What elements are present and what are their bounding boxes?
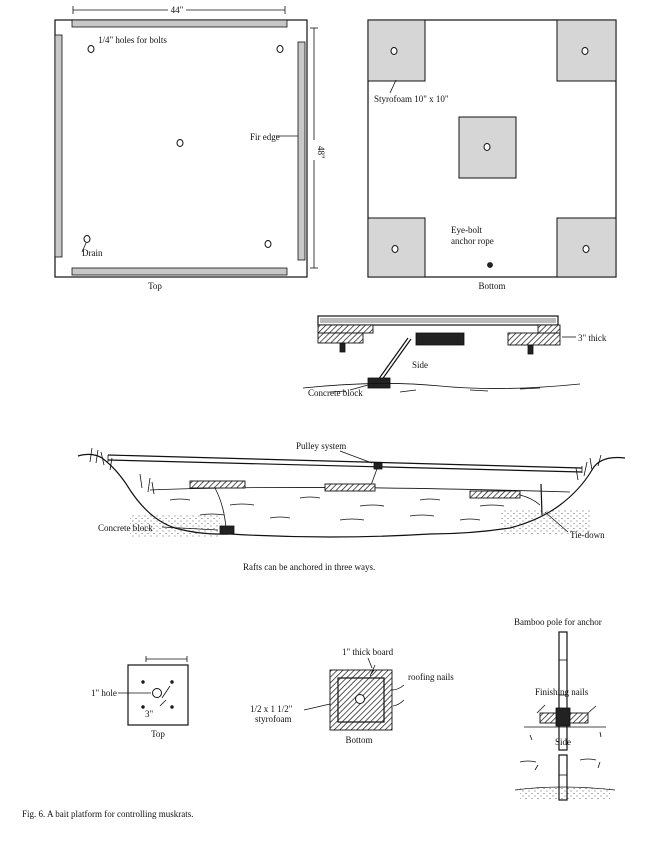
bolt-hole — [390, 47, 398, 55]
small-bottom-hole — [355, 694, 365, 704]
bamboo-label: Bamboo pole for anchor — [514, 617, 602, 627]
bolt-hole — [276, 45, 284, 53]
foam-label-1: 1/2 x 1 1/2" — [250, 704, 293, 714]
small-platform-bottom: 1" thick board roofing nails 1/2 x 1 1/2… — [250, 647, 454, 745]
bamboo-side-caption: Side — [555, 737, 571, 747]
eyebolt-label-1: Eye-bolt — [451, 225, 482, 235]
concrete-block — [219, 525, 235, 535]
fir-edge-strip-bottom — [71, 267, 288, 276]
fir-edge-strip-top — [71, 19, 288, 28]
pulley-label: Pulley system — [296, 441, 346, 451]
foam-label-2: styrofoam — [255, 714, 292, 724]
ground-line — [302, 383, 581, 389]
platform-bottom-outline — [367, 19, 617, 278]
styrofoam-pad — [317, 332, 364, 344]
bolt-hole — [176, 139, 184, 147]
width-dimension: 44" — [72, 5, 286, 15]
three-inch-label: 3" — [145, 709, 154, 719]
bank-stipple-left — [130, 515, 220, 537]
small-bottom-caption: Bottom — [345, 735, 372, 745]
styrofoam-leader — [389, 79, 397, 94]
drain-leader — [81, 242, 87, 253]
bottom-view: Styrofoam 10" x 10" Eye-bolt anchor rope… — [367, 19, 617, 291]
side-caption: Side — [412, 360, 428, 370]
anchor-caption: Rafts can be anchored in three ways. — [243, 562, 375, 572]
bottom-view-caption: Bottom — [478, 281, 505, 291]
bank-stipple-right — [500, 510, 590, 534]
thickness-label: 3" thick — [578, 333, 607, 343]
top-view-caption: Top — [148, 281, 162, 291]
raft — [189, 480, 246, 489]
drain-hole — [83, 235, 91, 243]
bank-right — [429, 456, 626, 535]
length-dimension: 48" — [310, 27, 326, 269]
figure-caption: Fig. 6. A bait platform for controlling … — [22, 809, 193, 819]
bolt-hole — [87, 45, 95, 53]
concrete-block-label: Concrete block — [308, 388, 363, 398]
fir-edge-end-right — [537, 324, 561, 334]
styrofoam-pad-right — [507, 332, 561, 346]
raft — [324, 483, 376, 492]
fir-edge-end — [317, 324, 374, 334]
small-bottom-inner — [337, 677, 385, 723]
styrofoam-label-bg — [372, 93, 464, 105]
styrofoam-label: Styrofoam 10" x 10" — [374, 94, 449, 104]
holes-label: 1/4" holes for bolts — [98, 35, 167, 45]
anchor-scene: Pulley system Concrete block Tie-down Ra… — [77, 441, 626, 572]
leg — [527, 344, 534, 355]
eye-bolt-dot — [487, 262, 493, 268]
small-top-caption: Top — [151, 729, 165, 739]
drain-label: Drain — [82, 248, 103, 258]
roofing-nails-label: roofing nails — [408, 672, 454, 682]
small-top-outline — [127, 664, 189, 726]
length-label: 48" — [316, 146, 326, 159]
finishing-nails-label: Finishing nails — [535, 687, 589, 697]
pulley-leader — [339, 450, 373, 464]
platform-top-outline — [54, 19, 308, 278]
eyebolt-label-2: anchor rope — [451, 236, 494, 246]
pulley-rope — [107, 454, 583, 469]
styrofoam-pad-center — [415, 332, 465, 346]
center-hole — [152, 688, 162, 698]
platform-board-shade — [320, 318, 556, 323]
tie-down-rope — [519, 494, 541, 506]
anchor-rope — [377, 337, 409, 381]
fir-edge-strip-left — [54, 34, 63, 258]
width-label: 44" — [171, 5, 184, 15]
board-label: 1" thick board — [342, 647, 394, 657]
bamboo-pole-upper — [558, 631, 568, 751]
block-rope — [214, 487, 227, 529]
concrete-block-leader — [349, 384, 369, 391]
fir-edge-strip-right — [297, 41, 306, 261]
one-inch-hole-label: 1" hole — [91, 688, 117, 698]
raft — [469, 490, 521, 499]
side-view: 3" thick Side Concrete block — [302, 315, 607, 398]
water-marks — [519, 758, 601, 771]
bolt-hole — [581, 47, 589, 55]
bolt-hole — [264, 240, 272, 248]
top-view: 44" 48" 1/4" holes for bolts Fir edge Dr… — [54, 5, 326, 291]
platform-board — [317, 315, 559, 326]
bolt-hole — [483, 143, 491, 151]
pond-bottom — [229, 533, 431, 538]
tiedown-label: Tie-down — [570, 530, 605, 540]
bolt-hole — [582, 245, 590, 253]
tie-down-stake — [540, 483, 543, 516]
bamboo-side-view: Bamboo pole for anchor Finishing nails S… — [514, 617, 616, 801]
fir-edge-label: Fir edge — [250, 132, 280, 142]
concrete-block — [367, 377, 391, 389]
bolt-hole — [391, 245, 399, 253]
small-platform-top: 1" hole 3" Top — [91, 656, 189, 739]
leg — [339, 342, 346, 353]
concrete-block-label-2: Concrete block — [98, 523, 153, 533]
